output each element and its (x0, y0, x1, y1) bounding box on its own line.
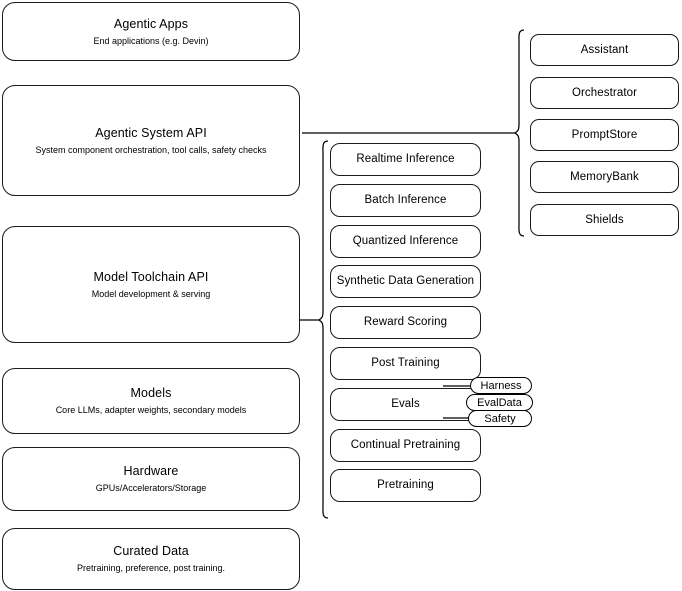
badge-harness[interactable]: Harness (470, 377, 532, 394)
layer-title: Model Toolchain API (93, 269, 209, 284)
capability-label: Synthetic Data Generation (336, 275, 475, 287)
capability-synthetic-data-generation[interactable]: Synthetic Data Generation (330, 265, 481, 298)
capability-quantized-inference[interactable]: Quantized Inference (330, 225, 481, 258)
layer-subtitle: Pretraining, preference, post training. (76, 563, 226, 573)
layer-agentic-system-api[interactable]: Agentic System API System component orch… (2, 85, 300, 196)
capability-label: Evals (391, 398, 420, 410)
capability-label: Batch Inference (364, 194, 447, 206)
layer-agentic-apps[interactable]: Agentic Apps End applications (e.g. Devi… (2, 2, 300, 61)
layer-model-toolchain-api[interactable]: Model Toolchain API Model development & … (2, 226, 300, 343)
layer-subtitle: Model development & serving (91, 288, 211, 299)
layer-hardware[interactable]: Hardware GPUs/Accelerators/Storage (2, 447, 300, 511)
capability-label: Reward Scoring (363, 316, 448, 328)
layer-subtitle: End applications (e.g. Devin) (93, 35, 209, 46)
capability-post-training[interactable]: Post Training (330, 347, 481, 380)
component-label: PromptStore (571, 128, 638, 141)
layer-title: Curated Data (113, 544, 189, 558)
component-shields[interactable]: Shields (530, 204, 679, 236)
badge-safety[interactable]: Safety (468, 410, 532, 427)
capability-label: Post Training (371, 357, 440, 369)
capability-continual-pretraining[interactable]: Continual Pretraining (330, 429, 481, 462)
badge-label: Safety (484, 412, 516, 425)
component-label: Shields (585, 213, 624, 226)
component-orchestrator[interactable]: Orchestrator (530, 77, 679, 109)
capability-label: Quantized Inference (352, 235, 459, 247)
layer-subtitle: System component orchestration, tool cal… (35, 144, 267, 155)
capability-batch-inference[interactable]: Batch Inference (330, 184, 481, 217)
badge-evaldata[interactable]: EvalData (466, 394, 533, 411)
capability-label: Pretraining (377, 479, 434, 491)
layer-subtitle: GPUs/Accelerators/Storage (95, 483, 207, 493)
layer-subtitle: Core LLMs, adapter weights, secondary mo… (55, 405, 247, 415)
layer-title: Agentic Apps (113, 16, 189, 31)
component-label: Orchestrator (571, 86, 638, 99)
component-label: Assistant (580, 43, 629, 56)
toolchain-capabilities-brace (317, 140, 329, 519)
layer-title: Hardware (123, 464, 179, 478)
capability-pretraining[interactable]: Pretraining (330, 469, 481, 502)
capability-label: Realtime Inference (356, 153, 455, 165)
badge-label: EvalData (477, 396, 522, 409)
capability-reward-scoring[interactable]: Reward Scoring (330, 306, 481, 339)
component-label: MemoryBank (570, 170, 639, 183)
capability-evals[interactable]: Evals (330, 388, 481, 421)
badge-label: Harness (480, 379, 522, 392)
layer-title: Models (130, 386, 172, 400)
capability-realtime-inference[interactable]: Realtime Inference (330, 143, 481, 176)
system-components-brace (513, 29, 525, 237)
component-memorybank[interactable]: MemoryBank (530, 161, 679, 193)
layer-title: Agentic System API (95, 125, 207, 140)
capability-label: Continual Pretraining (350, 439, 461, 451)
component-assistant[interactable]: Assistant (530, 34, 679, 66)
layer-curated-data[interactable]: Curated Data Pretraining, preference, po… (2, 528, 300, 590)
layer-models[interactable]: Models Core LLMs, adapter weights, secon… (2, 368, 300, 434)
component-promptstore[interactable]: PromptStore (530, 119, 679, 151)
